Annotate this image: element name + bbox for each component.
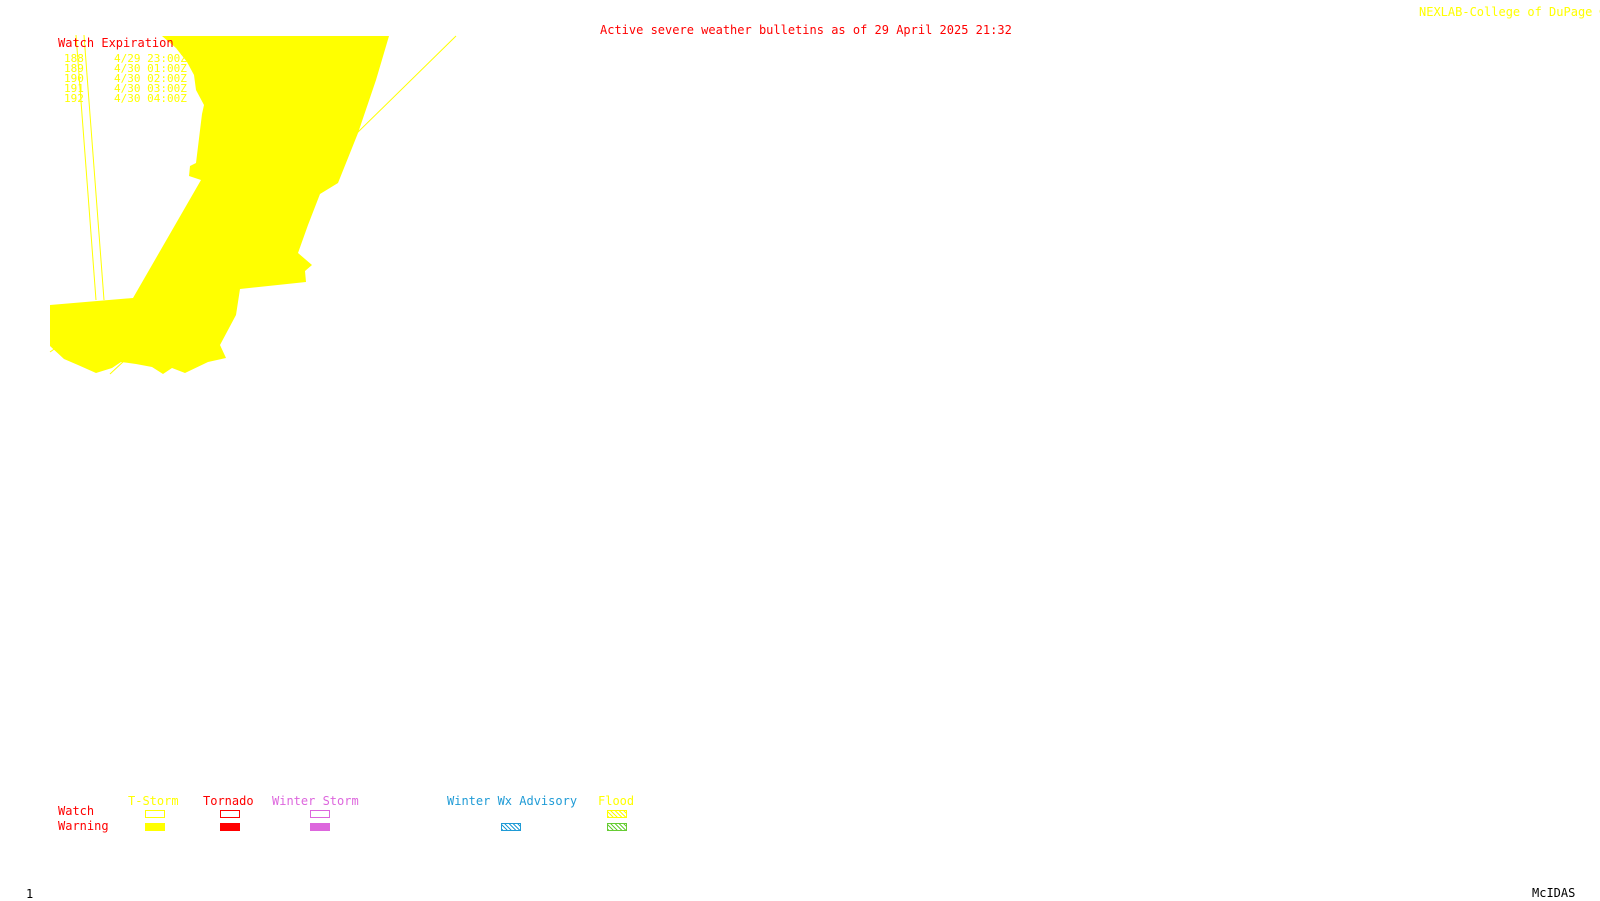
frame-number: 1: [26, 887, 34, 901]
legend-warning-swatch: [145, 823, 165, 831]
page-title: Active severe weather bulletins as of 29…: [600, 23, 1012, 37]
legend-watch-swatch: [220, 810, 240, 818]
legend-column-label: Winter Wx Advisory: [447, 794, 578, 808]
watch-number: 190: [64, 72, 84, 85]
watch-outline-line: [354, 35, 457, 136]
tstorm-watch-area: [50, 36, 389, 374]
watch-table-heading: Watch Expiration: [58, 36, 174, 50]
legend-warning-swatch: [310, 823, 330, 831]
watch-expiration: 4/30 01:00Z: [114, 62, 187, 75]
legend-watch-swatch: [607, 810, 627, 818]
watch-outline-line: [75, 34, 97, 301]
legend-column-label: Tornado: [203, 794, 254, 808]
legend-warning-swatch: [501, 823, 521, 831]
legend-column-label: Flood: [598, 794, 635, 808]
legend-watch-swatch: [310, 810, 330, 818]
legend-column-label: Winter Storm: [272, 794, 359, 808]
watch-expiration: 4/29 23:00Z: [114, 52, 187, 65]
legend-column-label: T-Storm: [128, 794, 179, 808]
legend-watch-swatch: [145, 810, 165, 818]
legend-warning-label: Warning: [58, 819, 109, 833]
watch-outline-line: [83, 34, 105, 301]
software-label: McIDAS: [1532, 886, 1576, 900]
watch-number: 191: [64, 82, 84, 95]
source-credit: NEXLAB-College of DuPage ®: [1419, 5, 1600, 19]
watch-number: 192: [64, 92, 84, 105]
watch-number: 188: [64, 52, 84, 65]
legend-watch-label: Watch: [58, 804, 95, 818]
watch-expiration: 4/30 04:00Z: [114, 92, 187, 105]
watch-expiration: 4/30 02:00Z: [114, 72, 187, 85]
legend-warning-swatch: [607, 823, 627, 831]
legend-warning-swatch: [220, 823, 240, 831]
watch-number: 189: [64, 62, 84, 75]
watch-expiration: 4/30 03:00Z: [114, 82, 187, 95]
watch-outline-line: [109, 359, 126, 375]
